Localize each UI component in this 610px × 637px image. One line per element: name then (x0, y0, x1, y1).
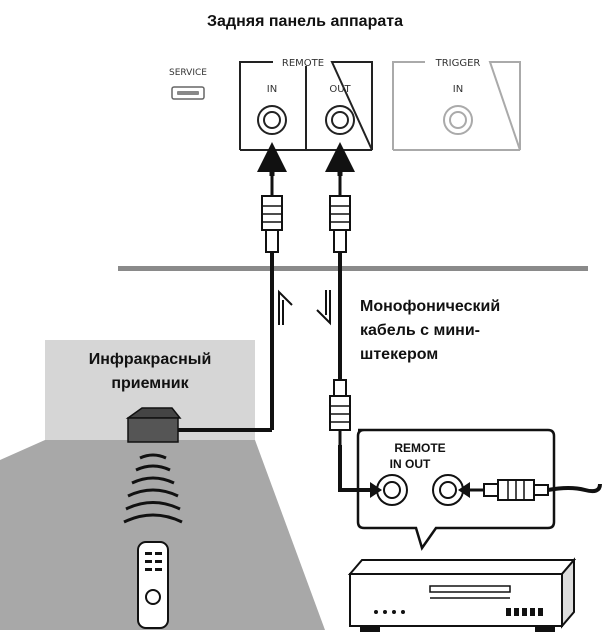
remote-jack-frame (239, 61, 373, 151)
remote-in-label: IN (267, 84, 277, 95)
remote-label: REMOTE (282, 58, 324, 69)
signal-up-arrow-icon (278, 289, 293, 325)
trigger-in-label: IN (453, 84, 463, 95)
remote-in-jack (257, 105, 287, 135)
service-usb-port (171, 86, 205, 100)
out-cable (325, 142, 355, 445)
device-in-out-label: IN OUT (390, 457, 431, 471)
diagram-title: Задняя панель аппарата (207, 13, 403, 30)
wall-divider (118, 266, 588, 271)
external-device-icon (347, 557, 577, 632)
floor-area (0, 440, 325, 630)
service-label: SERVICE (169, 68, 207, 78)
trigger-jack-frame (392, 61, 521, 151)
cable-label-line2: кабель с мини- (360, 322, 480, 339)
remote-out-label: OUT (329, 84, 351, 95)
device-out-cable (458, 479, 602, 501)
ir-wave-icon (123, 453, 183, 524)
cable-label-line1: Монофонический (360, 298, 500, 315)
trigger-label: TRIGGER (435, 58, 481, 69)
remote-control-icon (137, 541, 169, 629)
trigger-in-jack (443, 105, 473, 135)
cable-label-line3: штекером (360, 346, 438, 363)
device-remote-label: REMOTE (394, 441, 445, 455)
remote-out-jack (325, 105, 355, 135)
ir-receiver (125, 407, 182, 443)
receiver-label-line2: приемник (111, 375, 189, 392)
signal-down-arrow-icon (316, 290, 331, 326)
in-cable (175, 142, 287, 432)
receiver-label-line1: Инфракрасный (89, 351, 212, 368)
device-in-cable (338, 445, 382, 498)
